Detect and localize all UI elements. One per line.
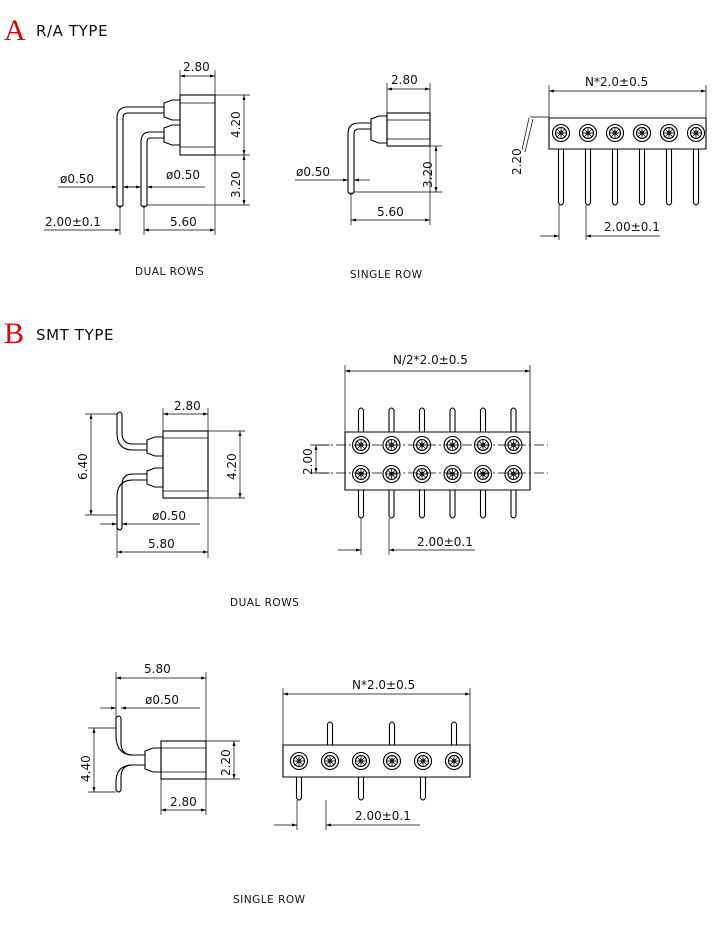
smt-dual-pin-bottom [449, 490, 456, 519]
smt-dual-socket-bottom [473, 464, 493, 484]
smt-single-pin-top [450, 721, 458, 745]
ra-front-pin [611, 149, 619, 206]
smt-single-side-view: 5.80 ø0.50 4.40 2.20 2.80 [79, 662, 240, 815]
ra-front-pin [584, 149, 592, 206]
ra-single-caption: SINGLE ROW [350, 269, 423, 281]
smt-single-top-view: N*2.0±0.5 2.00±0.1 [274, 678, 471, 830]
smt-dual-left-dim: 6.40 [76, 453, 90, 480]
ra-front-socket [686, 123, 706, 143]
ra-single-side-view: 2.80 ø0.50 3.20 5.60 [295, 73, 442, 225]
section-b-title: SMT TYPE [36, 326, 114, 344]
ra-dual-side-view: 2.80 4.20 3.20 ø0.50 ø0.50 2.00±0.1 5.60 [44, 60, 250, 235]
ra-single-pin-dim: ø0.50 [296, 165, 330, 179]
ra-dual-pin-left: ø0.50 [60, 172, 94, 186]
smt-dual-pin-bottom [510, 490, 517, 519]
ra-dual-top-dim: 2.80 [183, 60, 210, 74]
smt-single-pin-bottom [295, 777, 303, 801]
smt-single-left-dim: 4.40 [79, 755, 93, 782]
ra-dual-length-dim: 5.60 [170, 215, 197, 229]
smt-dual-socket-bottom [412, 464, 432, 484]
smt-dual-pin-bottom [418, 490, 426, 519]
smt-dual-side-view: 2.80 6.40 4.20 ø0.50 5.80 [76, 399, 245, 558]
ra-front-socket [551, 123, 571, 143]
ra-single-length-dim: 5.60 [377, 205, 404, 219]
smt-dual-socket-top [351, 435, 371, 455]
smt-dual-pin-top [510, 407, 517, 432]
smt-single-pin-dim: ø0.50 [145, 693, 179, 707]
smt-dual-socket-top [473, 435, 493, 455]
smt-dual-socket-bottom [443, 464, 462, 484]
smt-dual-pin-dim: ø0.50 [152, 509, 186, 523]
smt-dual-caption: DUAL ROWS [230, 597, 299, 609]
smt-single-top-dim: 5.80 [144, 662, 171, 676]
smt-dual-pin-top [418, 407, 426, 432]
smt-dual-socket-top [412, 435, 432, 455]
smt-dual-top-total-dim: N/2*2.0±0.5 [393, 353, 468, 367]
smt-dual-top-row-dim: 2.00 [301, 448, 315, 475]
section-b-letter: B [4, 317, 24, 350]
smt-single-pin-top [388, 721, 396, 745]
ra-front-total-dim: N*2.0±0.5 [585, 75, 648, 89]
ra-front-socket [605, 123, 625, 143]
ra-dual-caption: DUAL ROWS [135, 266, 204, 278]
smt-dual-pin-bottom [357, 490, 365, 519]
smt-dual-socket-top [504, 435, 523, 455]
smt-dual-socket-top [443, 435, 462, 455]
smt-single-height-dim: 2.20 [219, 749, 233, 776]
ra-front-socket [632, 123, 652, 143]
smt-dual-pin-top [388, 407, 395, 432]
smt-single-socket [320, 751, 340, 771]
smt-dual-socket-bottom [351, 464, 371, 484]
ra-front-pin [557, 149, 565, 206]
ra-front-pitch-dim: 2.00±0.1 [604, 220, 660, 234]
ra-front-socket [659, 123, 679, 143]
smt-single-socket [382, 751, 402, 771]
smt-dual-pin-top [449, 407, 456, 432]
section-a-title: R/A TYPE [36, 22, 108, 40]
smt-single-caption: SINGLE ROW [233, 894, 306, 906]
section-a-letter: A [4, 14, 26, 47]
smt-dual-pin-top [357, 407, 365, 432]
ra-front-side-dim: 2.20 [510, 148, 524, 175]
smt-single-socket [289, 751, 309, 771]
ra-front-socket [578, 123, 598, 143]
smt-dual-pin-bottom [479, 490, 487, 519]
ra-single-height-dim: 3.20 [421, 161, 435, 188]
smt-single-pin-bottom [419, 777, 427, 801]
smt-dual-top-dim: 2.80 [174, 399, 201, 413]
smt-single-socket [444, 751, 464, 771]
smt-dual-pin-bottom [388, 490, 395, 519]
ra-dual-height-dim: 4.20 [229, 111, 243, 138]
ra-front-pin [665, 149, 673, 206]
ra-front-pin [692, 149, 700, 206]
smt-dual-socket-bottom [504, 464, 523, 484]
smt-single-top-total-dim: N*2.0±0.5 [352, 678, 415, 692]
smt-dual-socket-bottom [382, 464, 401, 484]
smt-dual-pin-top [479, 407, 487, 432]
ra-dual-lower-dim: 3.20 [229, 171, 243, 198]
ra-dual-pin-right: ø0.50 [166, 168, 200, 182]
ra-dual-pitch-dim: 2.00±0.1 [45, 215, 101, 229]
smt-single-pin-bottom [357, 777, 365, 801]
smt-dual-socket-top [382, 435, 401, 455]
smt-dual-length-dim: 5.80 [148, 537, 175, 551]
ra-front-view: N*2.0±0.5 2.20 2.00±0.1 [510, 75, 707, 240]
ra-front-pin [638, 149, 646, 206]
smt-dual-height-dim: 4.20 [225, 453, 239, 480]
smt-single-socket [413, 751, 433, 771]
smt-single-body-dim: 2.80 [170, 795, 197, 809]
smt-single-socket [351, 751, 371, 771]
smt-single-top-pitch-dim: 2.00±0.1 [355, 809, 411, 823]
smt-single-pin-top [326, 721, 334, 745]
ra-single-top-dim: 2.80 [391, 73, 418, 87]
smt-dual-top-pitch-dim: 2.00±0.1 [417, 535, 473, 549]
smt-dual-top-view: N/2*2.0±0.5 2.00 2.00±0.1 [301, 353, 548, 555]
